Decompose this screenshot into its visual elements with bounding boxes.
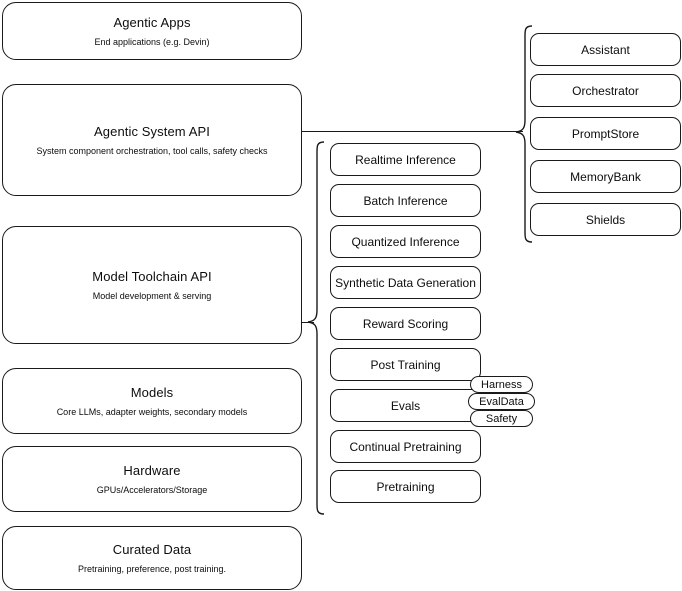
toolchain-item-label: Batch Inference <box>363 193 448 208</box>
toolchain-item-label: Pretraining <box>376 479 435 494</box>
layer-box-model-toolchain-api[interactable]: Model Toolchain API Model development & … <box>2 226 302 344</box>
layer-subtitle: GPUs/Accelerators/Storage <box>96 484 208 495</box>
layer-box-models[interactable]: Models Core LLMs, adapter weights, secon… <box>2 368 302 434</box>
layer-subtitle: System component orchestration, tool cal… <box>36 145 268 156</box>
toolchain-item-quantized-inference[interactable]: Quantized Inference <box>330 225 481 258</box>
system-component-assistant[interactable]: Assistant <box>530 33 681 66</box>
toolchain-item-pretraining[interactable]: Pretraining <box>330 470 481 503</box>
curly-brace-toolchain <box>306 140 326 518</box>
system-component-label: MemoryBank <box>570 169 641 184</box>
toolchain-item-continual-pretraining[interactable]: Continual Pretraining <box>330 430 481 463</box>
toolchain-item-label: Synthetic Data Generation <box>335 275 476 290</box>
system-component-label: PromptStore <box>571 126 640 141</box>
layer-title: Agentic System API <box>94 123 210 139</box>
eval-badge-harness[interactable]: Harness <box>470 376 533 393</box>
toolchain-item-label: Continual Pretraining <box>349 439 462 454</box>
layer-title: Agentic Apps <box>113 14 191 30</box>
connector-line-toolchain-to-items <box>302 322 314 323</box>
layer-subtitle: Core LLMs, adapter weights, secondary mo… <box>56 406 248 417</box>
layer-title: Models <box>130 384 174 400</box>
toolchain-item-reward-scoring[interactable]: Reward Scoring <box>330 307 481 340</box>
eval-badge-evaldata[interactable]: EvalData <box>468 393 535 410</box>
layer-box-curated-data[interactable]: Curated Data Pretraining, preference, po… <box>2 526 302 590</box>
eval-badge-safety[interactable]: Safety <box>470 410 533 427</box>
connector-line-system-api-to-components <box>302 131 523 132</box>
layer-subtitle: End applications (e.g. Devin) <box>94 36 210 47</box>
system-component-label: Shields <box>585 212 626 227</box>
toolchain-item-label: Reward Scoring <box>362 316 449 331</box>
layer-title: Hardware <box>123 462 181 478</box>
system-component-memorybank[interactable]: MemoryBank <box>530 160 681 193</box>
toolchain-item-evals[interactable]: Evals <box>330 389 481 422</box>
system-component-promptstore[interactable]: PromptStore <box>530 117 681 150</box>
eval-badge-label: Harness <box>481 378 522 391</box>
system-component-label: Orchestrator <box>572 83 639 98</box>
eval-badge-label: Safety <box>485 412 518 425</box>
system-component-orchestrator[interactable]: Orchestrator <box>530 74 681 107</box>
toolchain-item-label: Quantized Inference <box>351 234 460 249</box>
toolchain-item-realtime-inference[interactable]: Realtime Inference <box>330 143 481 176</box>
layer-box-agentic-system-api[interactable]: Agentic System API System component orch… <box>2 84 302 196</box>
layer-title: Curated Data <box>112 541 192 557</box>
toolchain-item-label: Realtime Inference <box>355 152 456 167</box>
layer-box-agentic-apps[interactable]: Agentic Apps End applications (e.g. Devi… <box>2 2 302 60</box>
toolchain-item-synthetic-data-generation[interactable]: Synthetic Data Generation <box>330 266 481 299</box>
layer-subtitle: Pretraining, preference, post training. <box>77 563 227 574</box>
toolchain-item-label: Evals <box>390 398 421 413</box>
system-component-label: Assistant <box>581 42 630 57</box>
layer-box-hardware[interactable]: Hardware GPUs/Accelerators/Storage <box>2 446 302 512</box>
layer-subtitle: Model development & serving <box>92 290 212 301</box>
layer-title: Model Toolchain API <box>92 268 212 284</box>
toolchain-item-post-training[interactable]: Post Training <box>330 348 481 381</box>
eval-badge-label: EvalData <box>479 395 524 408</box>
system-component-shields[interactable]: Shields <box>530 203 681 236</box>
toolchain-item-label: Post Training <box>370 357 441 372</box>
toolchain-item-batch-inference[interactable]: Batch Inference <box>330 184 481 217</box>
